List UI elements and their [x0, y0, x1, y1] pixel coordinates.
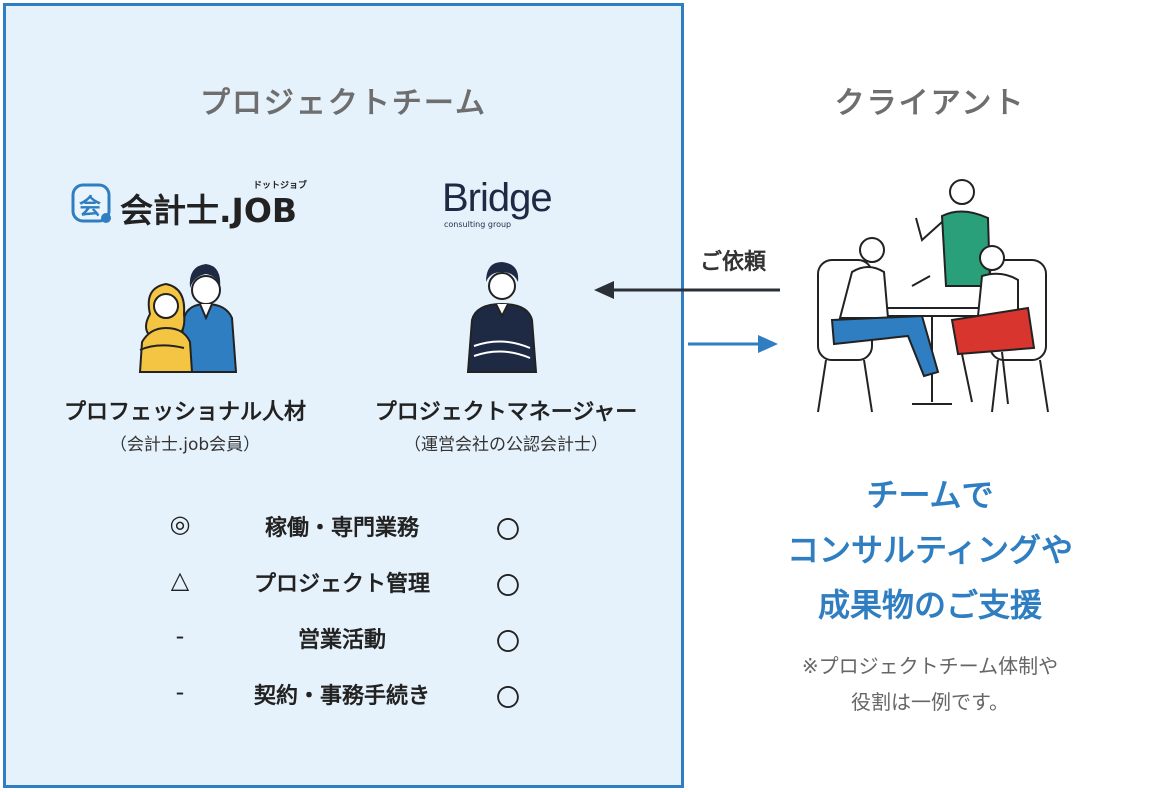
structure-note-line-2: 役割は一例です。: [851, 690, 1009, 714]
support-message-line-1: チームで: [866, 476, 994, 514]
task-row-1-label: 稼働・専門業務: [264, 516, 419, 541]
role-professional-title: プロフェッショナル人材: [63, 400, 306, 425]
project-team-title: プロジェクトチーム: [199, 86, 488, 121]
support-message-line-3: 成果物のご支援: [817, 586, 1042, 624]
structure-note-line-1: ※プロジェクトチーム体制や: [801, 654, 1059, 678]
task-row-2-label: プロジェクト管理: [253, 572, 430, 597]
task-row-3-professional-mark: -: [175, 622, 185, 650]
task-row-3-manager-mark: 〇: [496, 628, 520, 656]
kaikeishi-logo-icon: [71, 183, 111, 223]
task-row-3-label: 営業活動: [297, 628, 386, 653]
task-row-2-manager-mark: 〇: [496, 572, 520, 600]
arrow-left-icon: [594, 281, 614, 299]
task-row-4-label: 契約・事務手続き: [253, 684, 430, 709]
request-arrows: [594, 281, 780, 353]
task-row-2-professional-mark: △: [170, 566, 190, 594]
role-professional-subtitle: （会計士.job会員）: [109, 435, 261, 455]
bridge-logo-text: Bridge: [442, 176, 553, 220]
project-team-panel: [3, 3, 684, 788]
kaikeishi-logo-icon-char: 会: [79, 195, 102, 220]
professional-people-illustration: [138, 264, 238, 373]
request-label: ご依頼: [700, 250, 767, 275]
kaikeishi-logo-text: 会計士.JOB: [120, 191, 298, 230]
role-manager-title: プロジェクトマネージャー: [374, 400, 638, 425]
project-manager-illustration: [466, 262, 538, 373]
arrow-right-icon: [758, 335, 778, 353]
task-row-4-manager-mark: 〇: [496, 684, 520, 712]
structure-note: ※プロジェクトチーム体制や 役割は一例です。: [740, 648, 1120, 720]
support-message: チームで コンサルティングや 成果物のご支援: [740, 468, 1120, 633]
client-title: クライアント: [834, 86, 1026, 121]
task-row-4-professional-mark: -: [175, 678, 185, 706]
kaikeishi-logo-ruby: ドットジョブ: [253, 181, 308, 191]
task-row-1-manager-mark: 〇: [496, 516, 520, 544]
client-meeting-illustration: [817, 179, 1049, 413]
role-manager-subtitle: （運営会社の公認会計士）: [404, 435, 608, 455]
bridge-logo: Bridge consulting group: [436, 176, 576, 236]
support-message-line-2: コンサルティングや: [786, 531, 1074, 569]
bridge-logo-tagline: consulting group: [444, 220, 512, 229]
kaikeishi-job-logo: 会 会計士.JOB ドットジョブ: [70, 178, 310, 234]
task-row-1-professional-mark: ◎: [169, 510, 191, 538]
